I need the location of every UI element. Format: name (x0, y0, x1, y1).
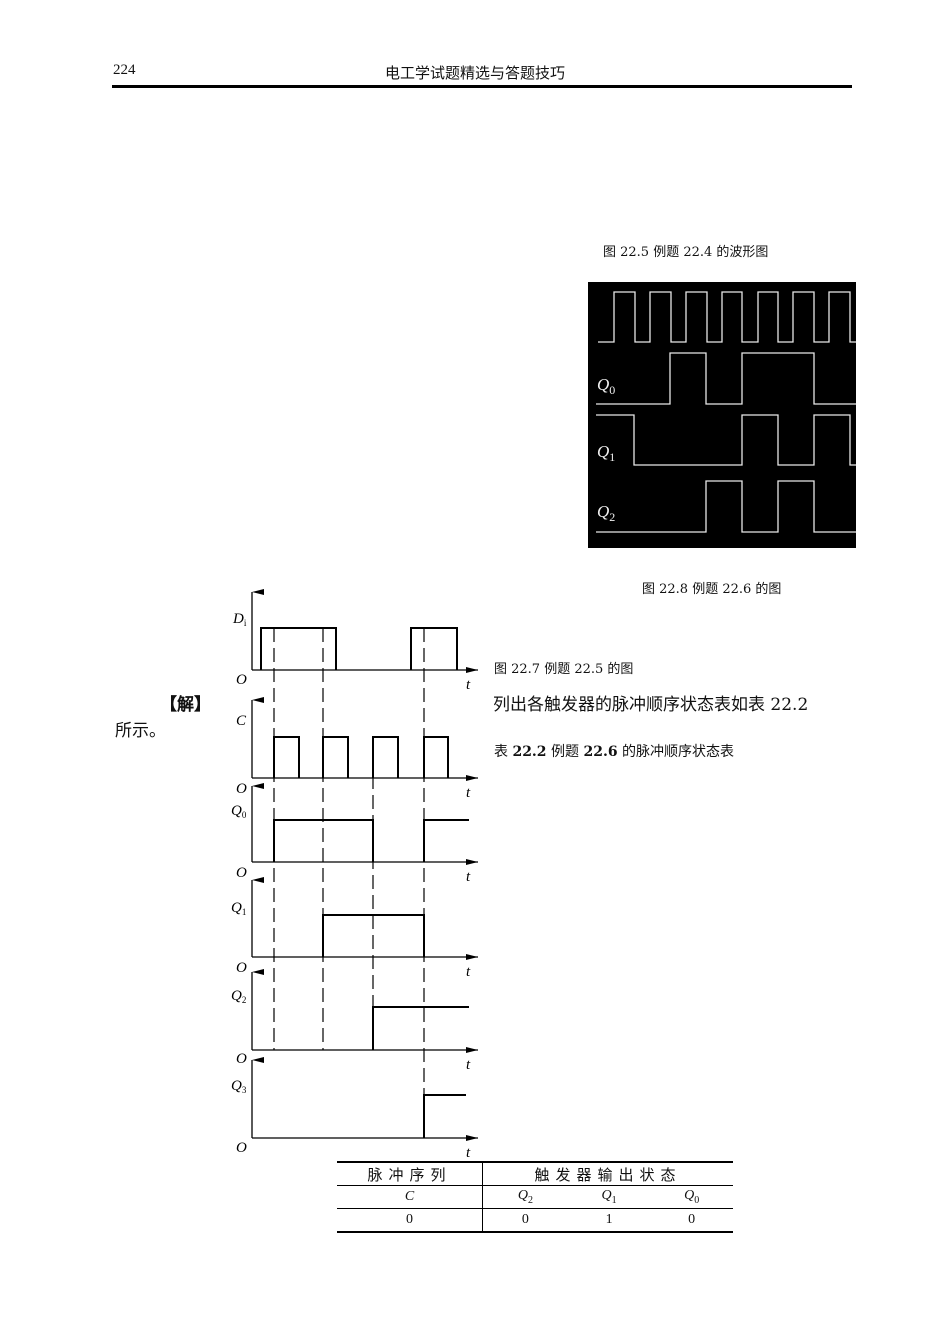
q2-label: Q2 (597, 502, 615, 524)
svg-text:t: t (466, 964, 471, 980)
svg-text:t: t (466, 1145, 471, 1161)
svg-text:Q0: Q0 (231, 803, 247, 820)
svg-text:t: t (466, 869, 471, 885)
svg-text:O: O (236, 865, 247, 881)
q1-signal (322, 914, 425, 957)
figure-22-5-caption: 图 22.5 例题 22.4 的波形图 (603, 245, 769, 260)
subheader-q0: Q0 (650, 1185, 733, 1209)
q0-waveform (596, 352, 856, 405)
page-number: 224 (113, 62, 136, 78)
di-waveform (260, 627, 337, 670)
svg-text:Q1: Q1 (231, 900, 246, 917)
q2-waveform (596, 480, 856, 533)
cell-c: 0 (337, 1208, 483, 1233)
table-row: 0 0 1 0 (337, 1208, 733, 1233)
q0-signal (273, 819, 374, 862)
subheader-q1: Q1 (567, 1185, 651, 1209)
q0-label: Q0 (597, 375, 615, 397)
svg-text:Q3: Q3 (231, 1078, 247, 1095)
figure-22-8-waveform: Q0 Q1 Q2 (588, 282, 856, 548)
solution-label: 【解】 (160, 695, 211, 715)
svg-text:t: t (466, 677, 471, 693)
svg-text:C: C (236, 713, 247, 729)
svg-text:t: t (466, 1057, 471, 1073)
q2-signal (372, 1006, 469, 1050)
header-flipflop-output: 触发器输出状态 (482, 1161, 733, 1186)
table-header-row: 脉冲序列 触发器输出状态 (337, 1161, 733, 1186)
solution-text-continued: 所示。 (115, 721, 166, 741)
q3-signal (423, 1094, 466, 1138)
solution-text: 列出各触发器的脉冲顺序状态表如表 22.2 (493, 695, 809, 715)
cell-q0: 0 (650, 1208, 733, 1233)
c-waveform (273, 736, 300, 778)
svg-text:t: t (466, 785, 471, 801)
svg-text:Di: Di (232, 611, 247, 628)
running-title: 电工学试题精选与答题技巧 (384, 64, 565, 82)
q1-label: Q1 (597, 442, 615, 464)
svg-text:O: O (236, 781, 247, 797)
state-table: 脉冲序列 触发器输出状态 C Q2 Q1 Q0 0 0 1 0 (337, 1161, 733, 1233)
svg-text:O: O (236, 1140, 247, 1156)
table-subheader-row: C Q2 Q1 Q0 (337, 1185, 733, 1209)
figure-22-8-caption: 图 22.8 例题 22.6 的图 (642, 582, 782, 597)
svg-text:O: O (236, 960, 247, 976)
header-rule (112, 85, 852, 88)
clock-waveform (598, 291, 856, 343)
clock-edge-guides (273, 628, 425, 1138)
subheader-q2: Q2 (482, 1185, 568, 1209)
table-22-2-caption: 表 22.2 例题 22.6 的脉冲顺序状态表 (494, 744, 735, 760)
header-pulse-sequence: 脉冲序列 (337, 1161, 483, 1186)
figure-22-7-caption: 图 22.7 例题 22.5 的图 (494, 662, 634, 677)
svg-text:O: O (236, 1051, 247, 1067)
svg-text:O: O (236, 672, 247, 688)
cell-q2: 0 (482, 1208, 568, 1233)
svg-text:Q2: Q2 (231, 988, 246, 1005)
q1-waveform (596, 414, 856, 466)
subheader-c: C (337, 1185, 483, 1209)
cell-q1: 1 (567, 1208, 651, 1233)
